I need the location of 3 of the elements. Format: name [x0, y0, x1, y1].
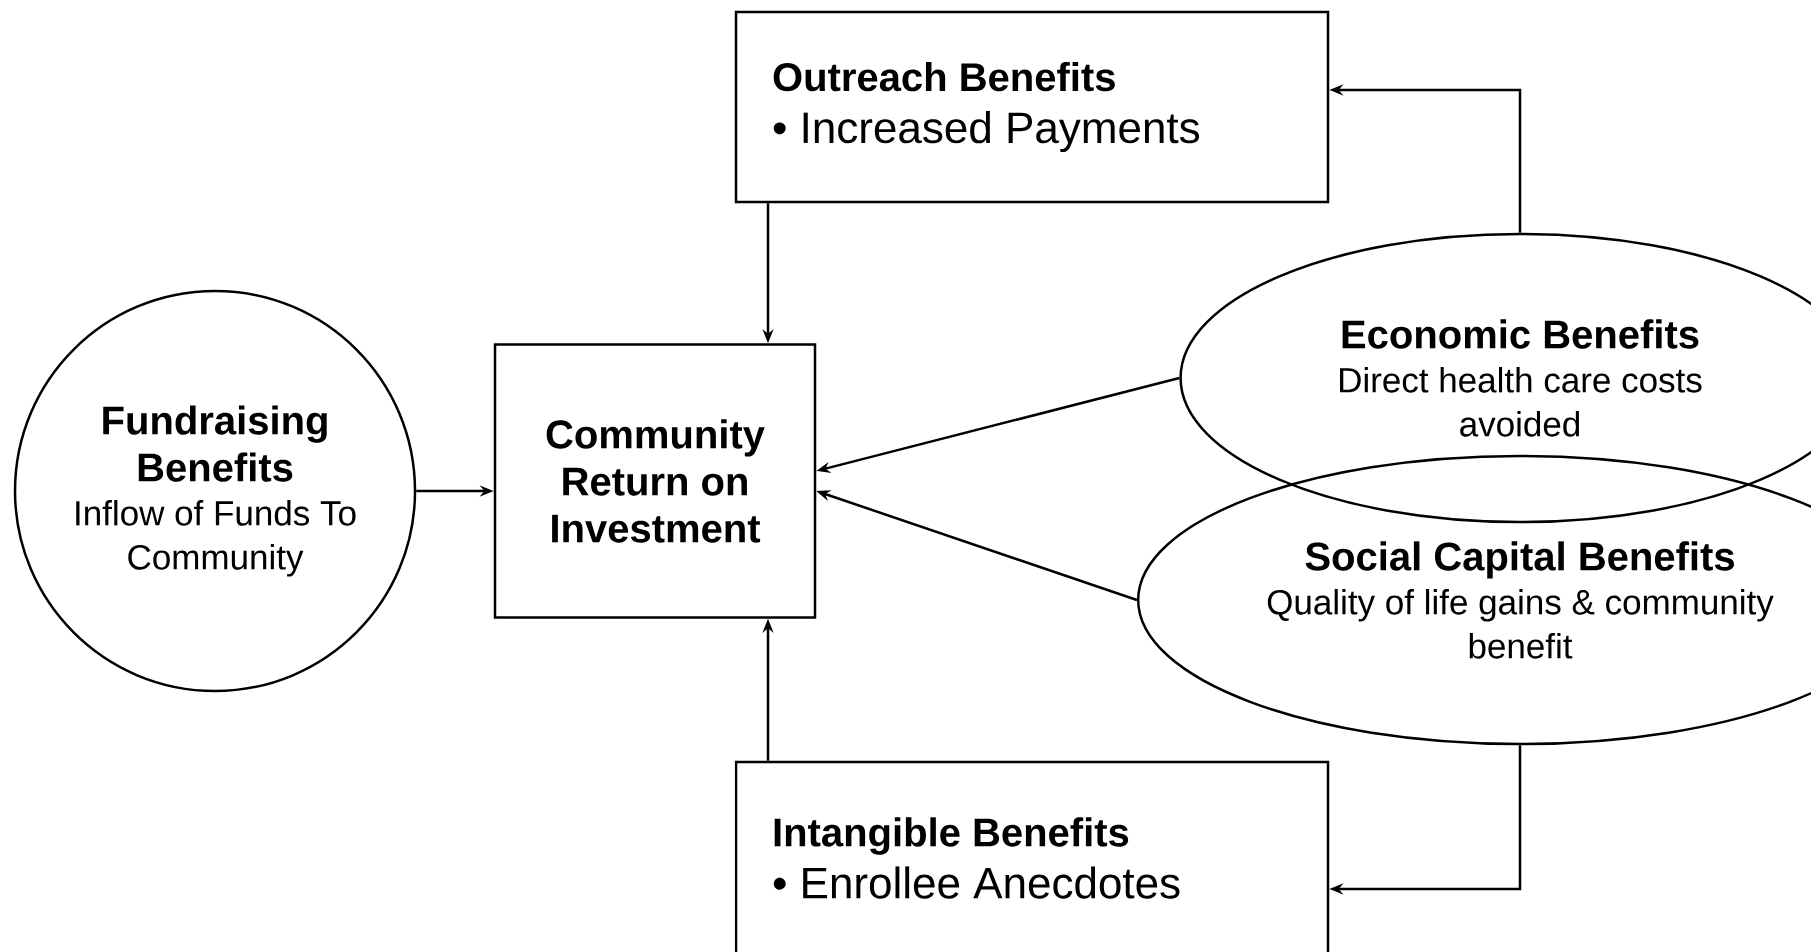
benefit-box: Outreach Benefits • Increased Payments: [734, 10, 1330, 204]
benefit-box: Intangible Benefits • Enrollee Anecdotes: [734, 760, 1330, 952]
result-box: Community Return on Investment: [493, 343, 817, 619]
